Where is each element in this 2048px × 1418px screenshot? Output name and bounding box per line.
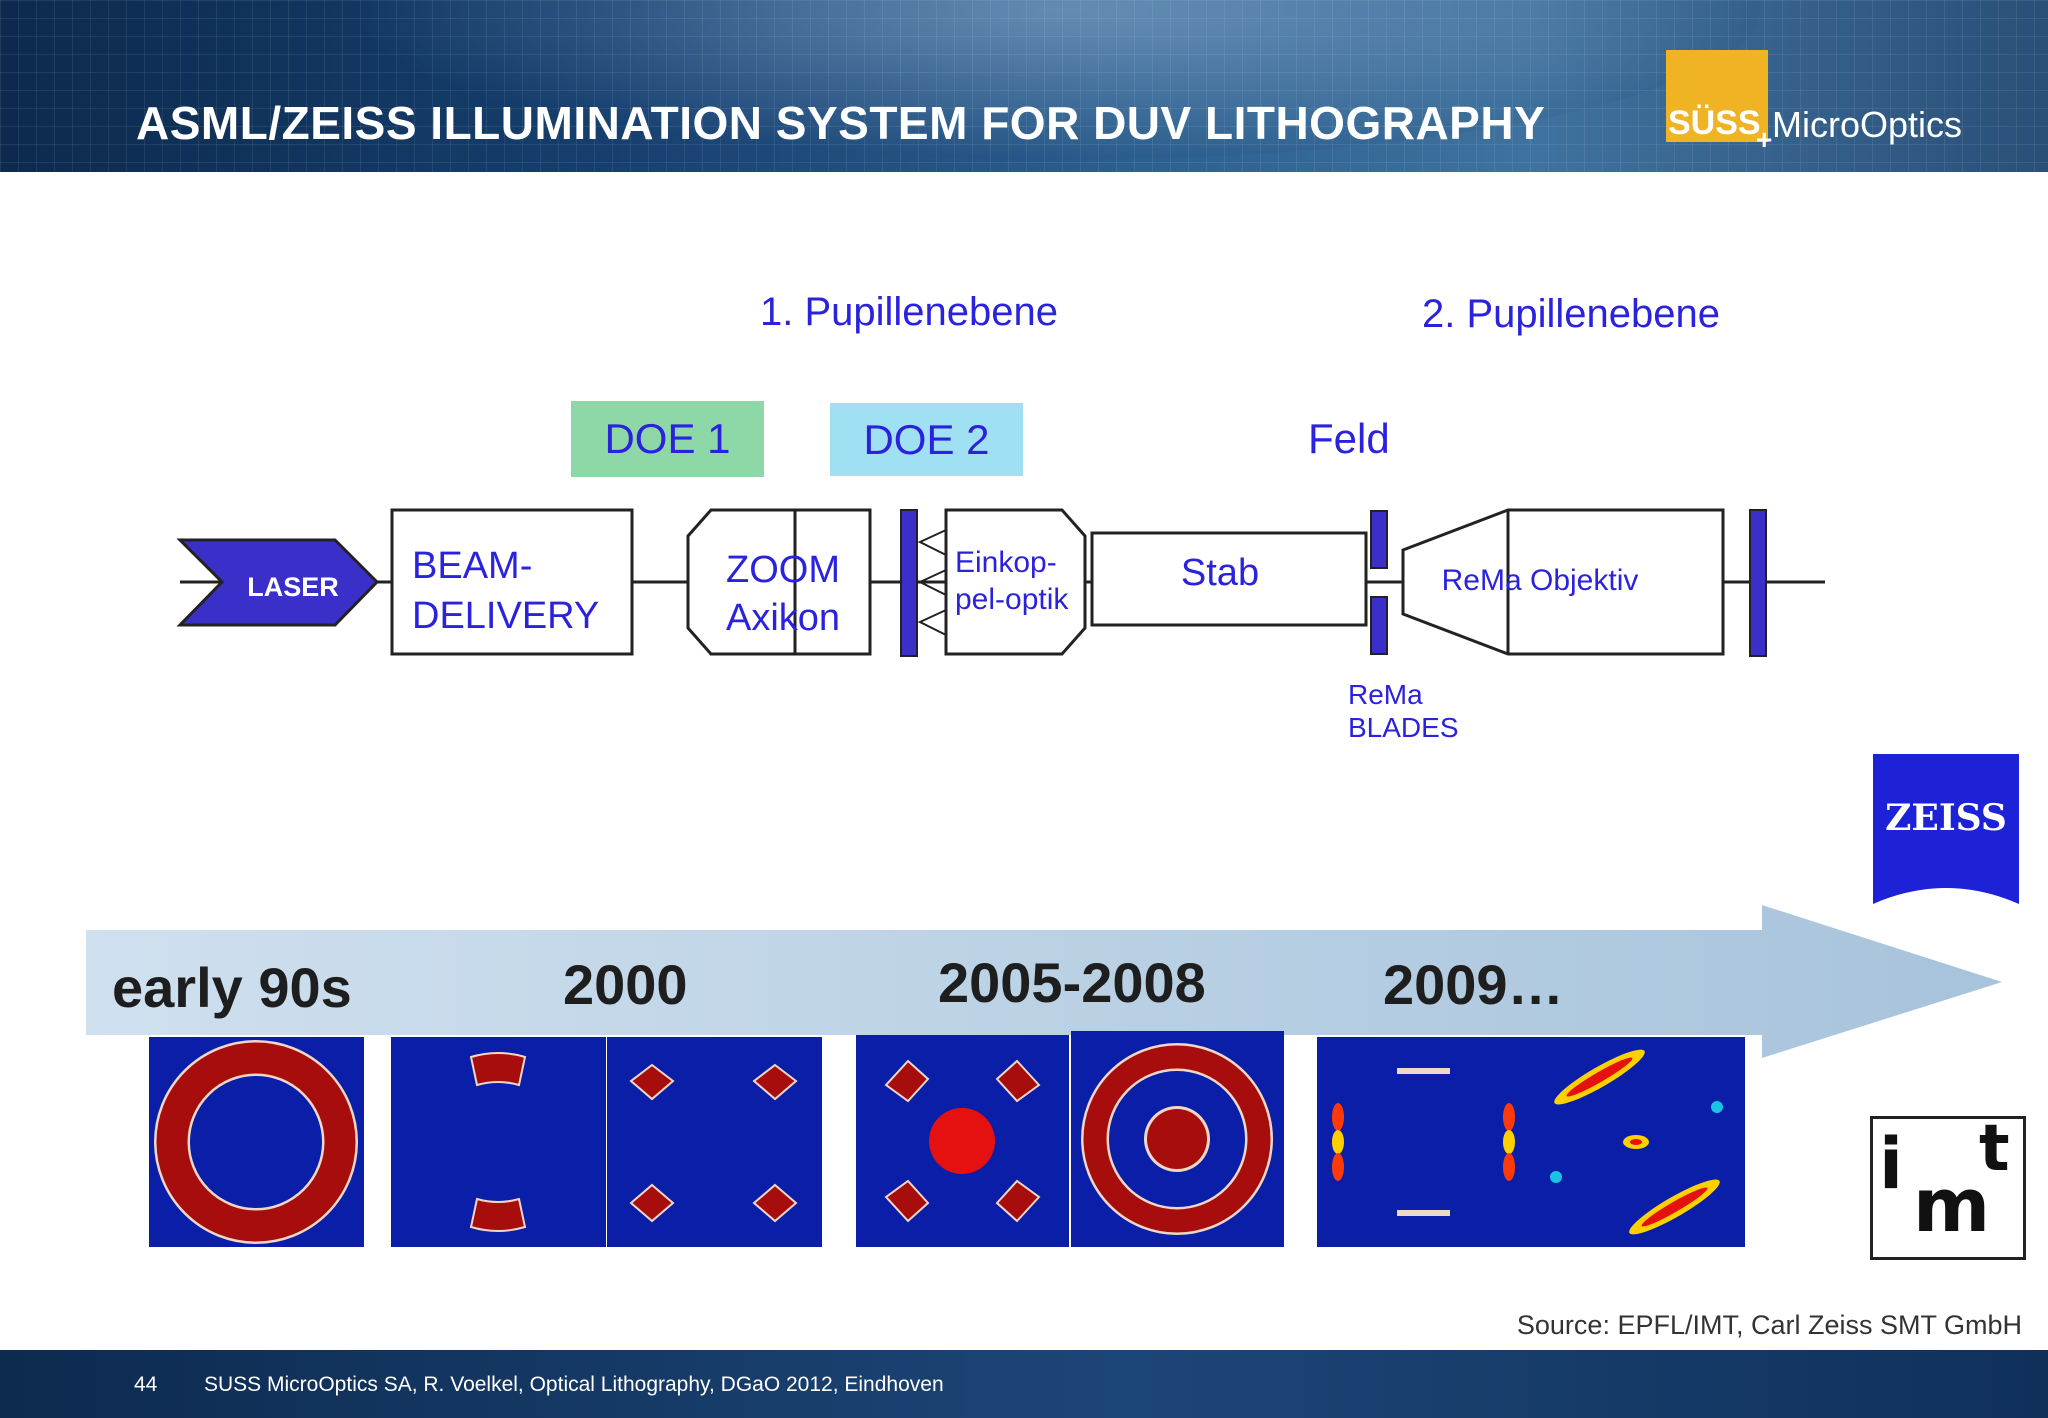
rema-blade-upper (1370, 510, 1388, 569)
stab-label: Stab (1181, 552, 1259, 594)
zeiss-logo-text: ZEISS (1885, 797, 2007, 839)
era-2009: 2009… (1383, 953, 1564, 1016)
pupil-plane-2-bar (1749, 509, 1767, 657)
pupil-plane-2-label: 2. Pupillenebene (1422, 292, 1721, 336)
pattern-dipole (391, 1037, 606, 1247)
laser-label: LASER (247, 572, 339, 602)
rema-blades-label-2: BLADES (1348, 712, 1459, 743)
imt-logo: i m t (1870, 1116, 2026, 1260)
rema-blades-label-1: ReMa (1348, 679, 1423, 710)
era-early-90s: early 90s (112, 956, 352, 1019)
footer-text: SUSS MicroOptics SA, R. Voelkel, Optical… (204, 1373, 944, 1396)
beam-delivery-block (390, 508, 634, 656)
beam-label-2: DELIVERY (412, 595, 599, 637)
field-label: Feld (1308, 415, 1390, 462)
doe2-label: DOE 2 (830, 403, 1023, 476)
zoom-label-1: ZOOM (726, 549, 840, 591)
pattern-double-annular (1071, 1031, 1284, 1247)
suss-logo-box (1666, 50, 1768, 142)
page-number: 44 (134, 1373, 158, 1396)
imt-logo-i: i (1879, 1123, 1903, 1205)
imt-logo-m: m (1913, 1163, 1991, 1249)
einkop-label-2: pel-optik (955, 583, 1069, 616)
einkoppel-optik-block (944, 508, 1087, 656)
pattern-quadrupole (607, 1037, 822, 1247)
rema-objektiv-label: ReMa Objektiv (1442, 564, 1639, 597)
einkop-label-1: Einkop- (955, 546, 1057, 579)
timeline-arrow-shape (86, 905, 2002, 1058)
microoptics-logo-text: MicroOptics (1772, 104, 1963, 145)
pattern-quasar-center (856, 1035, 1069, 1247)
logo-plus-icon: + (1756, 124, 1773, 155)
einkoppel-rays (917, 529, 947, 636)
zoom-label-2: Axikon (726, 597, 840, 639)
footer-bar (0, 1350, 2048, 1418)
pupil-plane-1-label: 1. Pupillenebene (760, 290, 1059, 334)
era-2005-2008: 2005-2008 (938, 951, 1206, 1014)
suss-logo-text: SÜSS (1668, 104, 1761, 142)
optical-path-diagram: LASER BEAM- DELIVERY ZOOM Axikon Einkop-… (176, 508, 1825, 743)
source-citation: Source: EPFL/IMT, Carl Zeiss SMT GmbH (1516, 1310, 2022, 1340)
pattern-annular (149, 1037, 364, 1247)
zoom-axikon-block (686, 508, 872, 656)
pupil-plane-1-bar (900, 509, 918, 657)
pattern-freeform-source (1530, 1037, 1745, 1247)
era-2000: 2000 (563, 953, 688, 1016)
doe1-label: DOE 1 (571, 401, 764, 477)
zeiss-logo: ZEISS (1873, 754, 2019, 904)
stab-block (1090, 531, 1368, 627)
imt-logo-t: t (1979, 1112, 2010, 1186)
laser-block (176, 538, 380, 627)
rema-blade-lower (1370, 596, 1388, 655)
pattern-freeform-dipole (1317, 1037, 1530, 1247)
beam-label-1: BEAM- (412, 545, 532, 587)
slide-title: ASML/ZEISS ILLUMINATION SYSTEM FOR DUV L… (136, 97, 1546, 149)
